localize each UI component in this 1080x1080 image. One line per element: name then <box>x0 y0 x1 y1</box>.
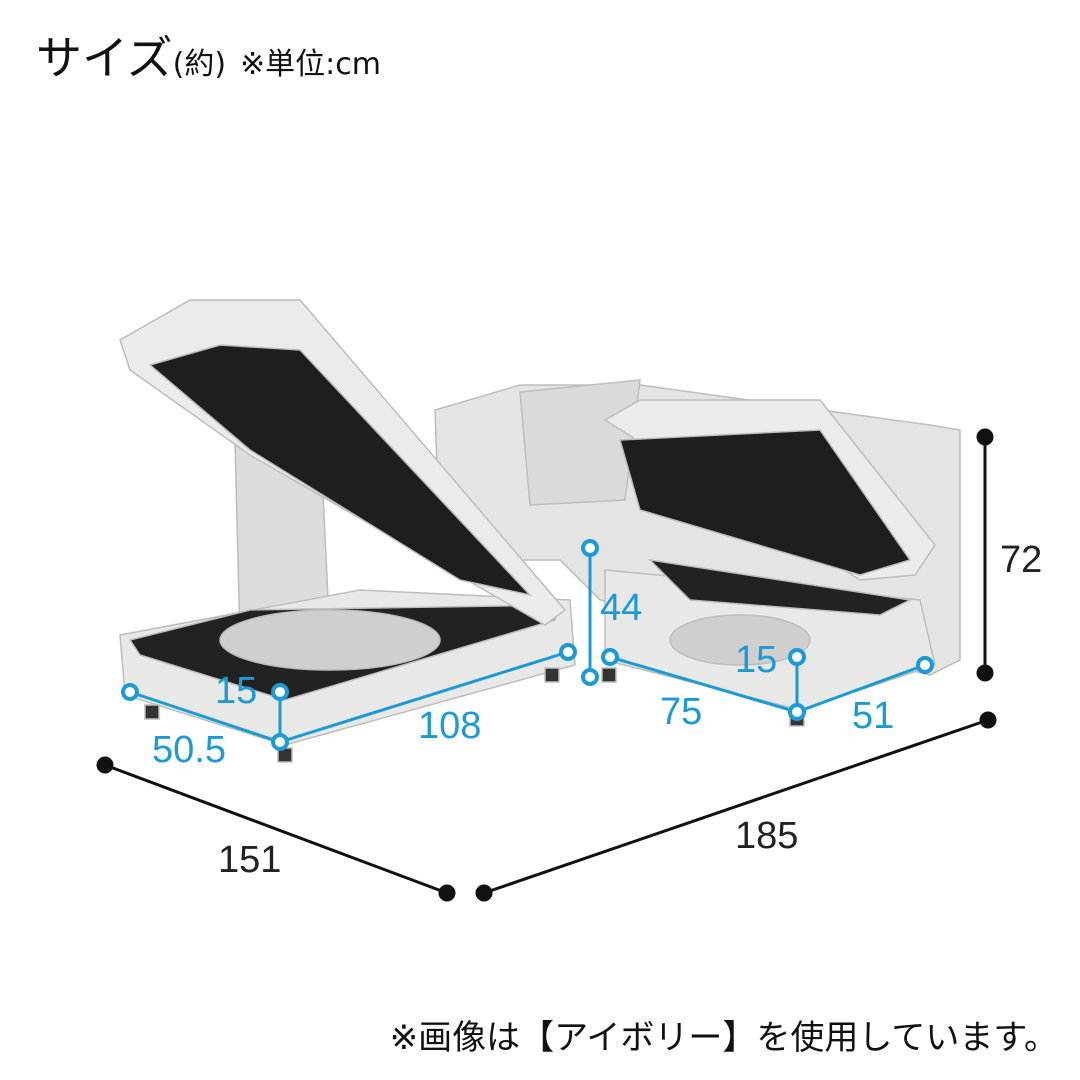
overall-dimension-lines <box>96 428 997 902</box>
label-left-seat-depth: 50.5 <box>152 729 226 771</box>
label-seat-height: 44 <box>600 587 642 629</box>
label-right-width: 51 <box>852 695 894 737</box>
label-right-storage-depth: 15 <box>735 639 777 681</box>
label-left-length: 108 <box>418 705 481 747</box>
label-overall-height: 72 <box>1000 539 1042 581</box>
label-right-length: 75 <box>660 691 702 733</box>
blue-dimension-lines <box>129 548 926 744</box>
page-title: サイズ(約) ※単位:cm <box>36 22 381 88</box>
footer-note: ※画像は【アイボリー】を使用しています。 <box>389 1018 1058 1058</box>
unit-note: ※単位:cm <box>240 47 382 82</box>
title-size: サイズ <box>36 31 173 85</box>
blue-dimension-dots <box>121 539 934 751</box>
title-approx: (約) <box>172 47 227 82</box>
label-overall-depth: 151 <box>218 839 281 881</box>
sofa-illustration <box>119 299 961 763</box>
label-overall-width: 185 <box>735 815 798 857</box>
label-left-storage-depth: 15 <box>215 670 257 712</box>
